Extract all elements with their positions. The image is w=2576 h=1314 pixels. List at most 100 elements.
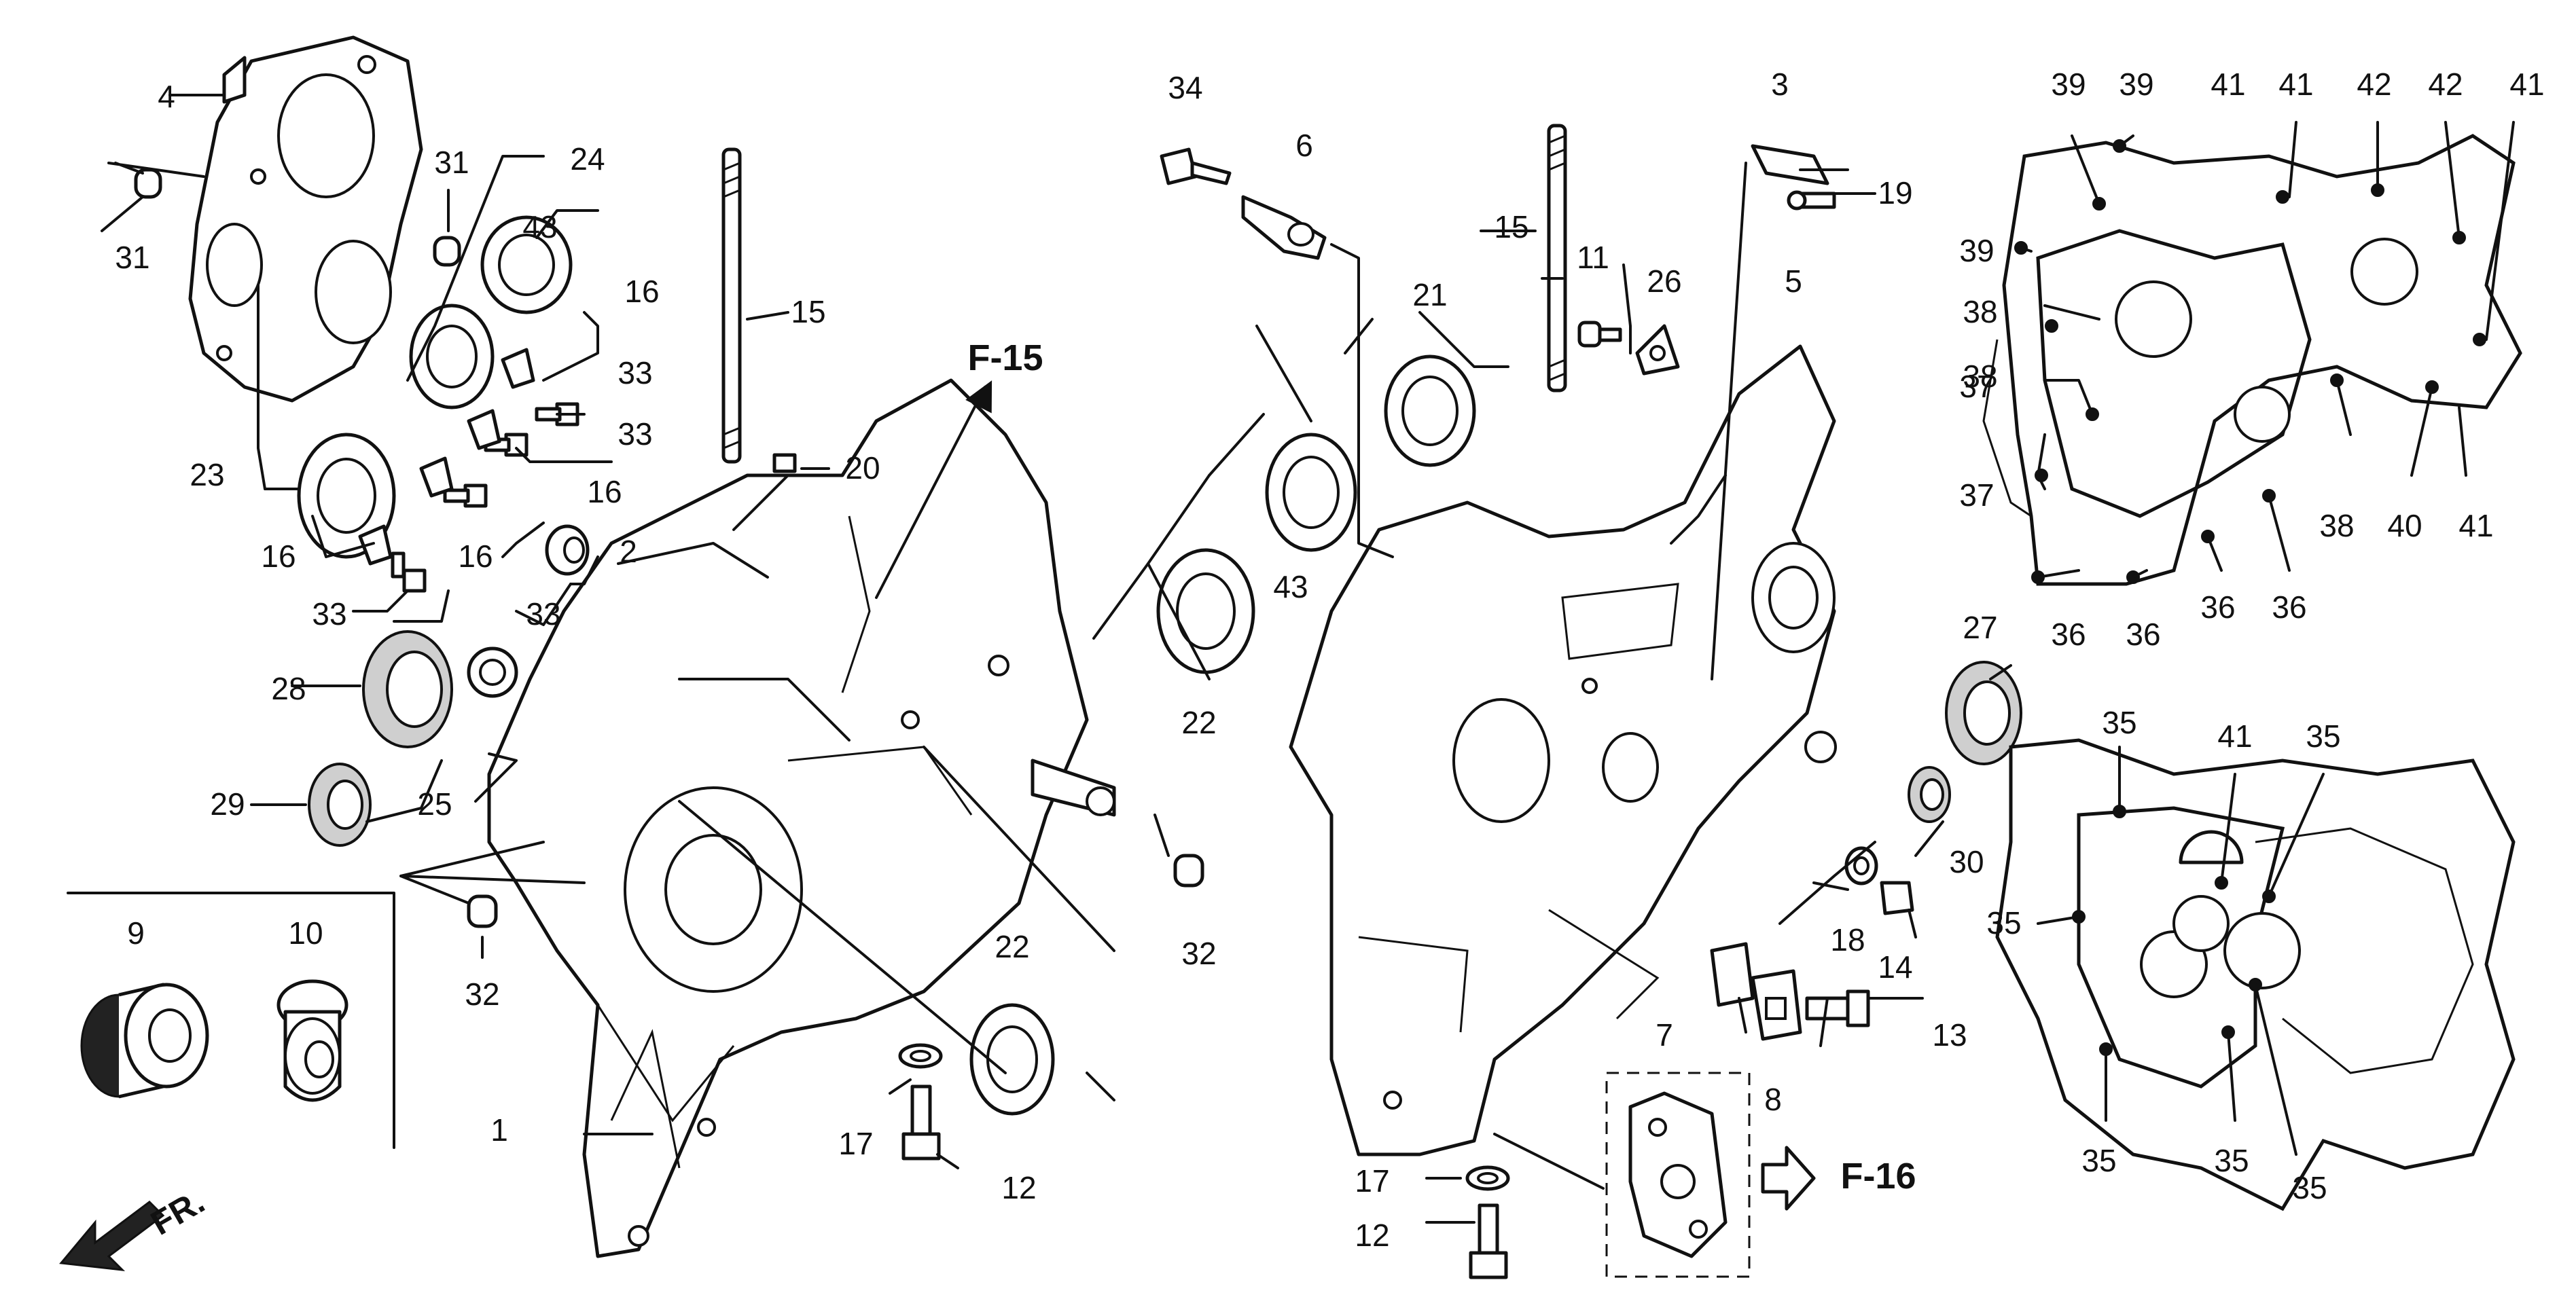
callout-37-a: 37 — [1959, 369, 1994, 404]
callout-41-a: 41 — [2211, 67, 2245, 102]
callout-35-b: 35 — [2306, 718, 2340, 754]
callout-35-a: 35 — [2102, 705, 2136, 740]
callout-17-left: 17 — [838, 1126, 873, 1161]
front-arrow-icon — [59, 1201, 165, 1271]
callout-31-right: 31 — [434, 145, 469, 180]
callout-11: 11 — [1577, 240, 1609, 275]
bearing-25 — [467, 646, 518, 698]
plate-8 — [1751, 969, 1802, 1041]
plug-bolt-20 — [772, 453, 797, 473]
bolt-33-d — [391, 551, 427, 593]
oil-seal-28 — [362, 630, 453, 748]
callout-38-b: 38 — [1963, 359, 1997, 394]
callout-35-d: 35 — [2081, 1143, 2116, 1178]
left-crankcase-cover — [188, 35, 423, 403]
callout-39-c: 39 — [1959, 233, 1994, 268]
callout-35-c: 35 — [1986, 905, 2021, 941]
callout-38-a: 38 — [1963, 294, 1997, 329]
callout-42-b: 42 — [2428, 67, 2463, 102]
bolt-33-c — [443, 483, 488, 508]
callout-33-a: 33 — [618, 355, 652, 390]
callout-27: 27 — [1963, 610, 1997, 645]
callout-24: 24 — [570, 141, 605, 177]
right-crankcase — [1289, 344, 1837, 1156]
callout-40: 40 — [2387, 508, 2422, 543]
callout-6: 6 — [1295, 128, 1313, 163]
callout-42-a: 42 — [2357, 67, 2391, 102]
callout-33-b: 33 — [618, 416, 652, 452]
callout-29: 29 — [210, 786, 245, 822]
callout-36-b: 36 — [2126, 617, 2160, 652]
bushing-10 — [276, 979, 348, 1102]
callout-18: 18 — [1830, 922, 1865, 957]
bolt-34 — [1160, 147, 1232, 185]
callout-16-d: 16 — [458, 539, 493, 574]
callout-21: 21 — [1412, 277, 1447, 312]
callout-36-c: 36 — [2200, 589, 2235, 625]
callout-20: 20 — [845, 450, 880, 486]
callout-15-left: 15 — [791, 294, 825, 329]
dowel-pin-31-left — [134, 168, 162, 199]
inset-box — [67, 892, 395, 1149]
washer-16-b — [467, 409, 501, 450]
callout-35-f: 35 — [2292, 1170, 2327, 1205]
bearing-21 — [1384, 354, 1476, 467]
washer-17-right — [1465, 1165, 1510, 1191]
bearing-43-left — [480, 215, 573, 314]
oil-seal-27 — [1945, 661, 2022, 765]
leader-lines — [101, 94, 2515, 1224]
callout-31-left: 31 — [115, 240, 149, 275]
washer-16-c — [419, 456, 454, 498]
bearing-22-lower — [969, 1003, 1055, 1116]
dowel-pin-31-right — [433, 236, 461, 267]
callout-41-c: 41 — [2509, 67, 2544, 102]
callout-labels: 1 2 3 4 5 6 7 8 9 10 11 12 12 13 14 15 1… — [115, 67, 2544, 1253]
drain-bolt-12-right — [1469, 1203, 1508, 1279]
bolt-13 — [1805, 989, 1870, 1027]
callout-10: 10 — [288, 915, 323, 951]
callout-25: 25 — [417, 786, 452, 822]
gasket-upper — [1982, 134, 2522, 586]
plug-14 — [1880, 881, 1914, 915]
washer-16-d — [358, 524, 393, 566]
callout-16-b: 16 — [587, 474, 622, 509]
bearing-43-right — [1265, 433, 1357, 552]
callout-28: 28 — [271, 671, 306, 706]
plate-7 — [1710, 942, 1755, 1007]
callout-8: 8 — [1764, 1082, 1782, 1117]
f15-arrow-icon — [875, 380, 992, 599]
callout-39-a: 39 — [2051, 67, 2086, 102]
dowel-pin-32-left — [467, 894, 498, 928]
callout-16-a: 16 — [624, 274, 659, 309]
collar-2 — [545, 524, 590, 576]
left-crankcase — [487, 378, 1116, 1258]
bearing-24 — [409, 304, 495, 409]
bracket-26 — [1635, 324, 1680, 376]
callout-39-b: 39 — [2119, 67, 2153, 102]
sensor-6 — [1241, 195, 1327, 260]
callout-15-right: 15 — [1494, 209, 1528, 244]
callout-36-d: 36 — [2272, 589, 2306, 625]
callout-14: 14 — [1878, 949, 1912, 985]
callout-12-left: 12 — [1001, 1170, 1036, 1205]
callout-41-e: 41 — [2217, 718, 2252, 754]
callout-7: 7 — [1656, 1017, 1673, 1053]
callout-26: 26 — [1647, 263, 1681, 299]
callout-43-right: 43 — [1273, 569, 1308, 604]
callout-38-c: 38 — [2319, 508, 2354, 543]
callout-19: 19 — [1878, 175, 1912, 211]
callout-33-d: 33 — [526, 596, 560, 632]
bearing-23 — [297, 433, 396, 559]
callout-3: 3 — [1771, 67, 1789, 102]
callout-1: 1 — [490, 1112, 508, 1148]
stud-bolt-left — [721, 147, 742, 464]
oil-seal-30 — [1908, 766, 1951, 823]
callout-17-right: 17 — [1355, 1163, 1389, 1199]
callout-43-left: 43 — [522, 209, 557, 244]
bolt-11 — [1577, 321, 1622, 348]
callout-33-c: 33 — [312, 596, 346, 632]
callout-12-right: 12 — [1355, 1218, 1389, 1253]
f16-arrow-icon — [1761, 1146, 1816, 1211]
dowel-pin-32-right — [1173, 854, 1204, 888]
